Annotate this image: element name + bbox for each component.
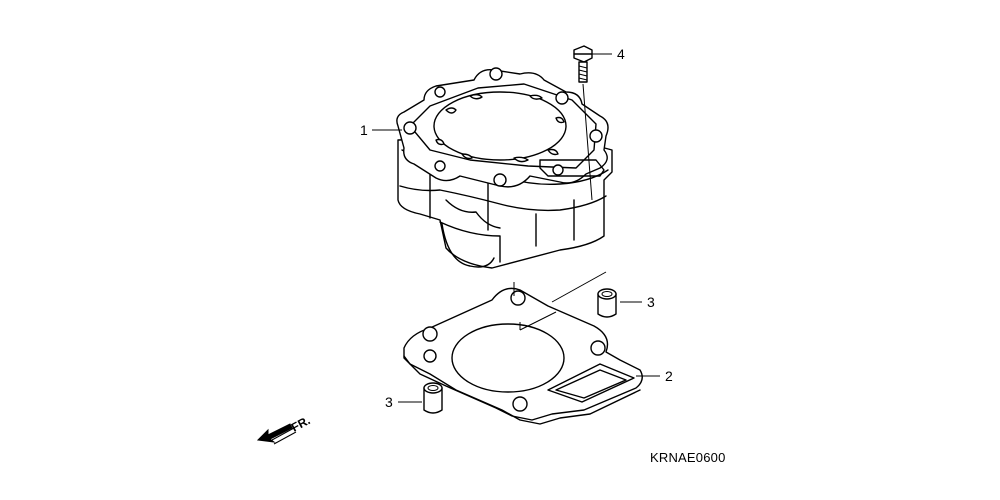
dowel-pin-icon: [597, 288, 617, 318]
flange-bolt-icon: [573, 45, 593, 83]
front-arrow-icon: [256, 423, 297, 445]
dowel-pin-icon: [423, 382, 443, 414]
callout-2: 2: [665, 368, 673, 384]
diagram-code: KRNAE0600: [650, 450, 726, 465]
cylinder-icon: [396, 67, 613, 269]
callout-3-lower: 3: [385, 394, 393, 410]
callout-1: 1: [360, 122, 368, 138]
front-label: FR.: [289, 413, 313, 434]
cylinder-gasket-icon: [403, 287, 643, 425]
callout-4: 4: [617, 46, 625, 62]
callout-3-upper: 3: [647, 294, 655, 310]
